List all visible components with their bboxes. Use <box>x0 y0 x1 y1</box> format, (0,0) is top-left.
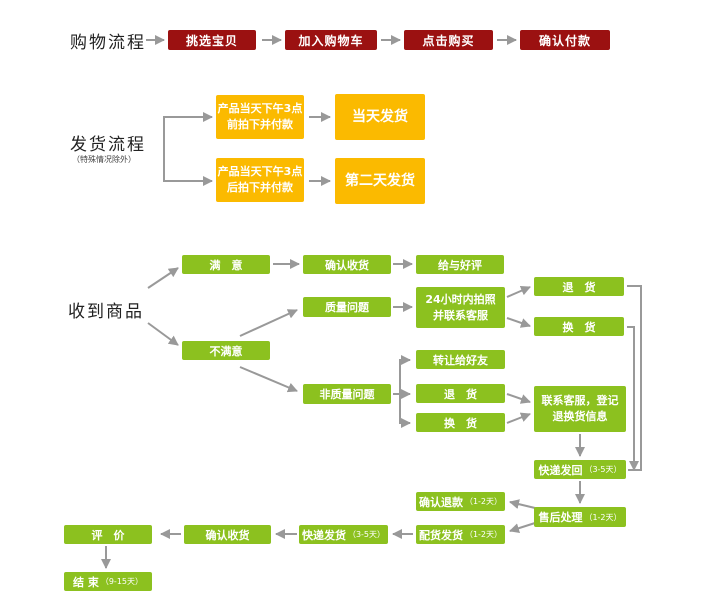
reship-node: 配货发货（1-2天） <box>416 525 505 544</box>
review-node: 评 价 <box>64 525 152 544</box>
confirm-refund-days: （1-2天） <box>464 497 503 506</box>
after-sales-days: （1-2天） <box>584 512 622 522</box>
end-label: 结 束 <box>73 575 99 589</box>
end-days: （9-15天） <box>100 577 143 586</box>
express-return-label: 快递发回 <box>538 463 583 477</box>
result-next-day-shipping: 第二天发货 <box>335 158 425 204</box>
reship-days: （1-2天） <box>464 530 503 539</box>
contact-service-register-node: 联系客服，登记 退换货信息 <box>534 386 626 432</box>
express-ship-label: 快递发货 <box>301 528 346 542</box>
express-ship-days: （3-5天） <box>347 530 386 539</box>
return-node-mid: 退 货 <box>416 384 505 403</box>
exchange-node-mid: 换 货 <box>416 413 505 432</box>
photo-contact-service-node: 24小时内拍照 并联系客服 <box>416 287 505 328</box>
reship-label: 配货发货 <box>418 528 463 542</box>
express-return-days: （3-5天） <box>584 465 622 474</box>
receive-goods-title: 收到商品 <box>68 302 144 322</box>
end-node: 结 束（9-15天） <box>64 572 152 591</box>
step-confirm-payment: 确认付款 <box>520 30 610 50</box>
satisfied-node: 满 意 <box>182 255 270 274</box>
confirm-receipt-top-node: 确认收货 <box>303 255 391 274</box>
shipping-process-title: 发货流程 <box>70 135 146 155</box>
step-add-to-cart: 加入购物车 <box>285 30 377 50</box>
step-select-item: 挑选宝贝 <box>168 30 256 50</box>
confirm-receipt-bottom-node: 确认收货 <box>184 525 271 544</box>
result-same-day-shipping: 当天发货 <box>335 94 425 140</box>
shopping-process-title: 购物流程 <box>70 33 146 53</box>
express-ship-node: 快递发货（3-5天） <box>299 525 388 544</box>
give-good-review-node: 给与好评 <box>416 255 504 274</box>
transfer-to-friend-node: 转让给好友 <box>416 350 505 369</box>
quality-issue-node: 质量问题 <box>303 297 391 317</box>
return-node-top: 退 货 <box>534 277 624 296</box>
condition-before-3pm: 产品当天下午3点 前拍下并付款 <box>216 95 304 139</box>
unsatisfied-node: 不满意 <box>182 341 270 360</box>
shipping-process-note: （特殊情况除外） <box>72 155 136 164</box>
express-return-node: 快递发回（3-5天） <box>534 460 626 479</box>
exchange-node-top: 换 货 <box>534 317 624 336</box>
condition-after-3pm: 产品当天下午3点 后拍下并付款 <box>216 158 304 202</box>
after-sales-label: 售后处理 <box>538 511 583 524</box>
confirm-refund-label: 确认退款 <box>418 495 463 509</box>
non-quality-issue-node: 非质量问题 <box>303 384 391 404</box>
confirm-refund-node: 确认退款（1-2天） <box>416 492 505 511</box>
step-click-buy: 点击购买 <box>404 30 493 50</box>
after-sales-node: 售后处理（1-2天） <box>534 507 626 527</box>
